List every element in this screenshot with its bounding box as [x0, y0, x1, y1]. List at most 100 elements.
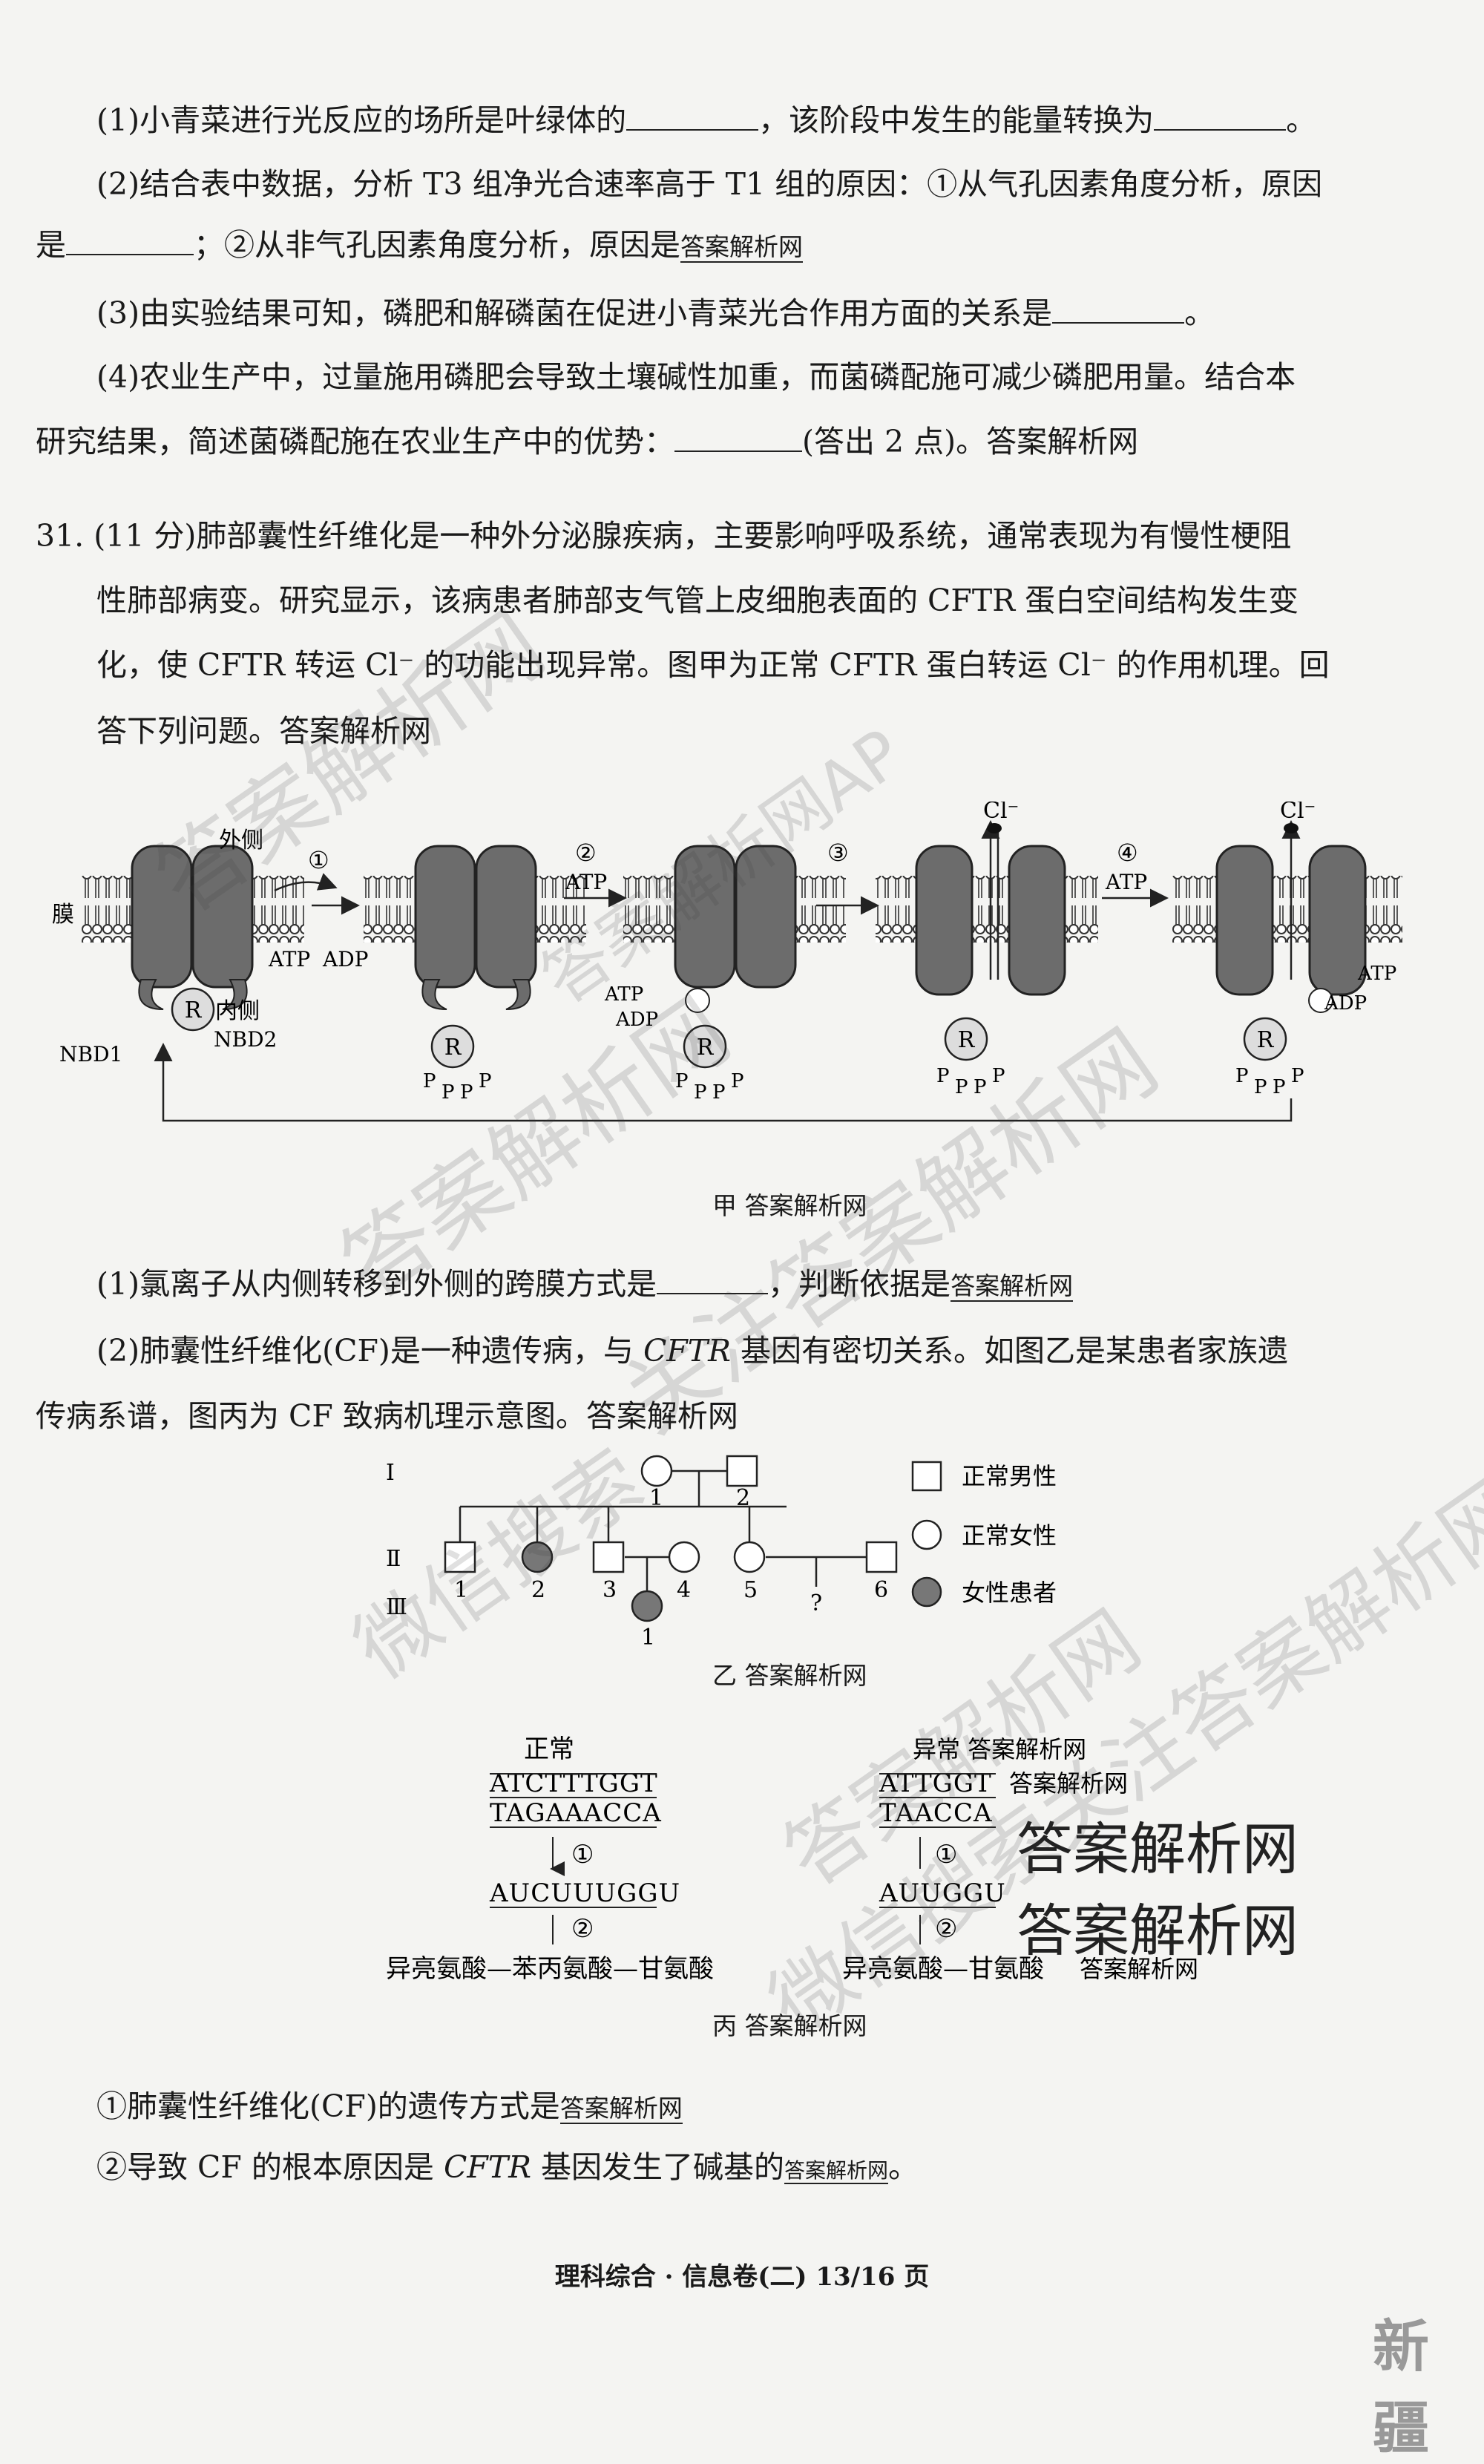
svg-text:ATP: ATP [1105, 870, 1147, 894]
blank-q30-6[interactable] [674, 419, 802, 452]
q31-line2: 性肺部病变。研究显示，该病患者肺部支气管上皮细胞表面的 CFTR 蛋白空间结构发… [96, 583, 1299, 618]
figure-cftr-mechanism: R R R R R Cl⁻ Cl⁻ 外侧 膜 内侧 [52, 802, 1402, 1122]
watermark-big-2: 答案解析网 [1017, 1898, 1298, 1964]
legend-normal-male-symbol [911, 1461, 942, 1492]
svg-text:P: P [694, 1081, 707, 1104]
figure-pedigree: I Ⅱ Ⅲ 1 2 1 2 3 4 5 6 ? 1 正常男性 正常女性 女性患者 [386, 1455, 1057, 1651]
svg-text:正常: 正常 [524, 1734, 574, 1764]
svg-text:R: R [958, 1027, 976, 1053]
svg-text:外侧: 外侧 [219, 828, 263, 853]
svg-text:P: P [1273, 1076, 1286, 1098]
cftr-protein-5-open: R [1215, 820, 1367, 1061]
svg-text:5: 5 [743, 1577, 758, 1603]
corner-mark: 新疆 [1373, 2313, 1429, 2461]
cftr-protein-2: R [414, 845, 537, 1069]
q30-part2-line2: 是；②从非气孔因素角度分析，原因是答案解析网 [36, 223, 803, 269]
svg-text:Cl⁻: Cl⁻ [1280, 802, 1316, 824]
svg-text:①: ① [308, 846, 329, 874]
svg-text:P: P [423, 1070, 436, 1092]
pedigree-II-4 [668, 1541, 700, 1573]
svg-text:2: 2 [736, 1485, 750, 1511]
caption-figure-a: 甲 答案解析网 [712, 1191, 867, 1220]
pedigree-I-1 [640, 1455, 673, 1487]
q30-part3: (3)由实验结果可知，磷肥和解磷菌在促进小青菜光合作用方面的关系是。 [96, 291, 1215, 335]
blank-q31-4[interactable]: 答案解析网 [784, 2158, 889, 2184]
pedigree-I-2 [726, 1455, 758, 1487]
svg-text:正常男性: 正常男性 [962, 1462, 1057, 1490]
pedigree-III-1 [631, 1590, 663, 1622]
pedigree-II-1 [444, 1541, 476, 1573]
svg-text:异亮氨酸—苯丙氨酸—甘氨酸: 异亮氨酸—苯丙氨酸—甘氨酸 [386, 1954, 714, 1984]
svg-text:P: P [1291, 1065, 1304, 1087]
chloride-ion-1 [987, 823, 1002, 833]
svg-text:ATP: ATP [565, 870, 607, 894]
svg-text:ADP: ADP [615, 1009, 658, 1031]
svg-text:④: ④ [1117, 839, 1138, 867]
blank-q31-1[interactable] [657, 1262, 769, 1294]
svg-text:R: R [697, 1035, 715, 1061]
svg-text:ADP: ADP [322, 947, 369, 971]
svg-text:③: ③ [827, 839, 849, 867]
svg-text:?: ? [810, 1590, 822, 1616]
svg-text:②: ② [575, 839, 597, 867]
cftr-protein-3: R [674, 845, 797, 1069]
svg-text:内侧: 内侧 [215, 998, 260, 1024]
page-footer: 理科综合 · 信息卷(二) 13/16 页 [554, 2262, 930, 2292]
q30-part2-line1: (2)结合表中数据，分析 T3 组净光合速率高于 T1 组的原因：①从气孔因素角… [96, 166, 1323, 202]
cftr-protein-1: R [131, 845, 254, 1032]
svg-text:②: ② [571, 1914, 594, 1944]
svg-text:2: 2 [531, 1577, 545, 1603]
svg-text:P: P [955, 1076, 968, 1098]
svg-text:ATP: ATP [604, 983, 643, 1006]
svg-text:TAACCA: TAACCA [879, 1798, 993, 1828]
svg-text:P: P [1235, 1065, 1249, 1087]
svg-text:Cl⁻: Cl⁻ [983, 802, 1019, 824]
svg-text:P: P [675, 1070, 689, 1092]
svg-text:①: ① [571, 1840, 594, 1870]
svg-text:AUUGGU: AUUGGU [879, 1878, 1006, 1908]
svg-text:NBD2: NBD2 [214, 1027, 277, 1052]
svg-text:TAGAAACCA: TAGAAACCA [490, 1798, 662, 1828]
blank-q30-5[interactable] [1052, 291, 1185, 324]
blank-q31-3[interactable]: 答案解析网 [559, 2094, 683, 2124]
svg-text:②: ② [935, 1914, 957, 1944]
svg-text:P: P [479, 1070, 492, 1092]
svg-text:ADP: ADP [1324, 992, 1367, 1015]
blank-q31-2[interactable]: 答案解析网 [951, 1271, 1074, 1302]
svg-text:R: R [1257, 1027, 1275, 1053]
svg-text:6: 6 [874, 1577, 888, 1603]
q31-sub2-line1: (2)肺囊性纤维化(CF)是一种遗传病，与 CFTR 基因有密切关系。如图乙是某… [96, 1333, 1289, 1369]
q31-sub2-line2: 传病系谱，图丙为 CF 致病机理示意图。答案解析网 [36, 1398, 738, 1434]
svg-text:P: P [731, 1070, 744, 1092]
q31-c2: ②导致 CF 的根本原因是 CFTR 基因发生了碱基的答案解析网。 [96, 2149, 919, 2185]
svg-text:答案解析网: 答案解析网 [1080, 1955, 1198, 1983]
svg-text:女性患者: 女性患者 [962, 1579, 1057, 1607]
blank-q30-3[interactable] [66, 223, 194, 255]
chloride-ion-2 [1284, 823, 1298, 833]
svg-text:答案解析网: 答案解析网 [1009, 1769, 1128, 1798]
blank-q30-1[interactable] [626, 98, 759, 131]
svg-text:正常女性: 正常女性 [962, 1521, 1057, 1550]
legend-normal-female-symbol [911, 1519, 942, 1550]
svg-text:ATP: ATP [268, 947, 310, 971]
svg-text:Ⅲ: Ⅲ [386, 1594, 407, 1620]
q31-line1: 31. (11 分)肺部囊性纤维化是一种外分泌腺疾病，主要影响呼吸系统，通常表现… [36, 518, 1292, 554]
svg-text:R: R [185, 997, 203, 1023]
svg-text:P: P [992, 1065, 1005, 1087]
q31-c1: ①肺囊性纤维化(CF)的遗传方式是答案解析网 [96, 2088, 683, 2124]
svg-text:1: 1 [649, 1485, 663, 1511]
svg-text:1: 1 [454, 1577, 468, 1603]
svg-text:①: ① [935, 1840, 957, 1870]
cftr-protein-4-open: R [915, 820, 1066, 1061]
blank-q30-2[interactable] [1154, 98, 1287, 131]
pedigree-II-3 [592, 1541, 625, 1573]
svg-text:膜: 膜 [52, 902, 74, 928]
q31-sub1: (1)氯离子从内侧转移到外侧的跨膜方式是，判断依据是答案解析网 [96, 1262, 1074, 1308]
q30-part4-line1: (4)农业生产中，过量施用磷肥会导致土壤碱性加重，而菌磷配施可减少磷肥用量。结合… [96, 359, 1296, 395]
svg-text:4: 4 [677, 1577, 691, 1603]
caption-figure-c: 丙 答案解析网 [712, 2011, 867, 2040]
watermark-big-1: 答案解析网 [1017, 1816, 1298, 1882]
blank-q30-4[interactable]: 答案解析网 [680, 232, 803, 263]
figure-cf-mechanism: 正常 ATCTTTGGT TAGAAACCA AUCUUUGGU ① ② 异亮氨… [386, 1734, 1198, 1984]
